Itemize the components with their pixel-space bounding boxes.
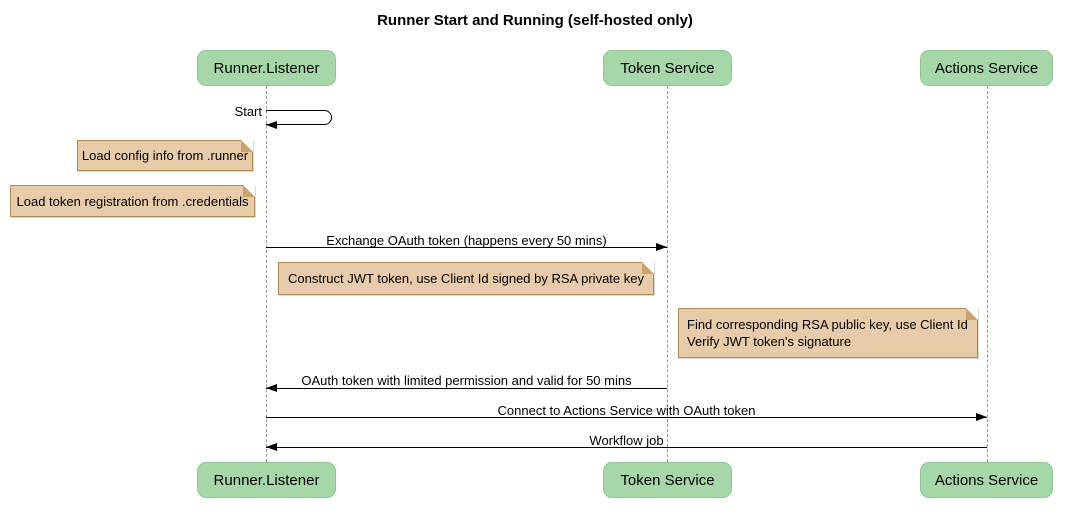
participant-token-service-top: Token Service [603, 50, 732, 86]
note-verify-jwt-line2: Verify JWT token's signature [687, 334, 852, 349]
arrowhead-left-icon [266, 443, 277, 451]
message-label-workflow-job: Workflow job [589, 433, 664, 448]
note-verify-jwt-line1: Find corresponding RSA public key, use C… [687, 317, 968, 332]
message-line [266, 447, 987, 448]
participant-runner-listener-bottom: Runner.Listener [197, 462, 336, 498]
arrowhead-left-icon [266, 121, 277, 129]
lifeline-runner-listener [266, 86, 267, 462]
message-label-exchange-oauth: Exchange OAuth token (happens every 50 m… [326, 233, 607, 248]
message-label-connect-actions: Connect to Actions Service with OAuth to… [497, 403, 756, 418]
participant-token-service-bottom: Token Service [603, 462, 732, 498]
message-line [266, 247, 667, 248]
diagram-title: Runner Start and Running (self-hosted on… [377, 12, 693, 29]
note-load-config: Load config info from .runner [77, 140, 253, 171]
participant-runner-listener-top: Runner.Listener [197, 50, 336, 86]
message-line [266, 388, 667, 389]
arrowhead-right-icon [976, 413, 987, 421]
participant-actions-service-bottom: Actions Service [920, 462, 1053, 498]
note-load-token-registration: Load token registration from .credential… [10, 185, 255, 217]
self-message-loop-line [266, 110, 332, 125]
lifeline-token-service [667, 86, 668, 462]
message-label-start: Start [234, 104, 262, 119]
note-construct-jwt: Construct JWT token, use Client Id signe… [278, 262, 654, 295]
participant-actions-service-top: Actions Service [920, 50, 1053, 86]
message-label-oauth-token: OAuth token with limited permission and … [301, 373, 632, 388]
arrowhead-right-icon [656, 243, 667, 251]
note-verify-jwt: Find corresponding RSA public key, use C… [678, 308, 978, 358]
lifeline-actions-service [987, 86, 988, 462]
arrowhead-left-icon [266, 384, 277, 392]
message-line [266, 417, 987, 418]
